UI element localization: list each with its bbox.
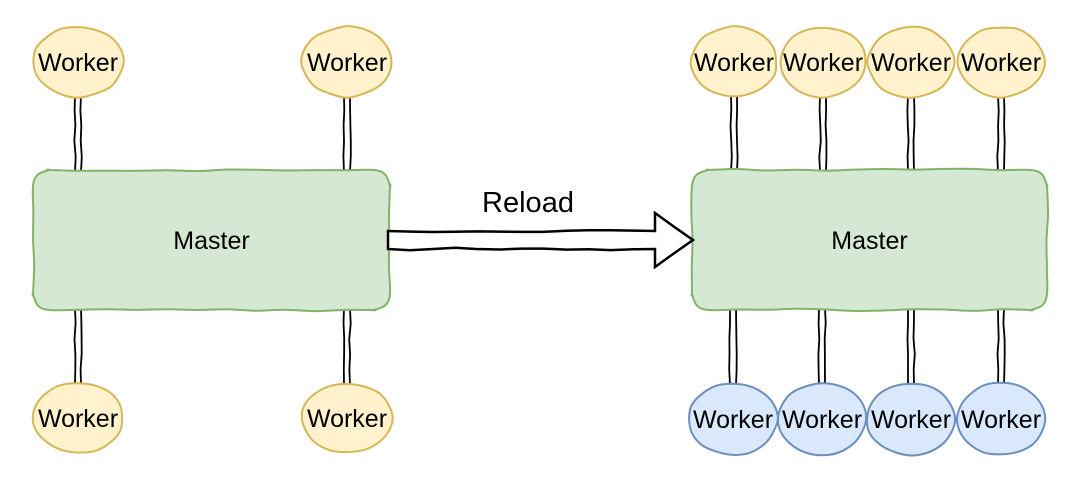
master-worker-link-line (912, 94, 916, 173)
master-node-shape (31, 168, 392, 313)
worker-node-label: Worker (782, 406, 862, 434)
worker-node-label: Worker (38, 405, 118, 433)
worker-node: Worker (955, 381, 1047, 456)
worker-node-shape (300, 382, 394, 454)
master-node-label: Master (831, 227, 907, 255)
master-worker-link-line (817, 307, 821, 386)
worker-node: Worker (689, 25, 778, 98)
worker-node-shape (776, 382, 868, 457)
worker-node-label: Worker (961, 406, 1041, 434)
master-worker-link-line (342, 307, 346, 386)
reload-arrow: Reload (386, 187, 696, 270)
reload-arrow-shape (386, 210, 696, 270)
worker-node-label: Worker (307, 49, 387, 77)
master-node-shape (690, 167, 1050, 313)
master-worker-link-line (906, 308, 909, 385)
worker-node-shape (688, 382, 779, 456)
worker-node-label: Worker (871, 49, 951, 77)
master-worker-link-line (996, 307, 1000, 386)
worker-node-label: Worker (307, 405, 387, 433)
worker-node: Worker (300, 382, 394, 454)
worker-node-label: Worker (961, 49, 1041, 77)
master-worker-link-line (735, 94, 739, 173)
worker-node-shape (32, 26, 125, 99)
worker-node-shape (866, 25, 956, 99)
worker-node-label: Worker (871, 406, 951, 434)
master-worker-link-line (728, 308, 731, 386)
worker-node: Worker (865, 382, 957, 457)
master-worker-link-line (79, 307, 83, 386)
master-worker-link-line (735, 307, 738, 386)
worker-node: Worker (779, 26, 867, 99)
reload-arrow-label: Reload (482, 187, 574, 219)
master-worker-link-line (73, 94, 77, 173)
worker-node-shape (865, 382, 957, 457)
master-worker-link-line (1002, 307, 1006, 386)
worker-node-label: Worker (694, 49, 774, 77)
worker-node-shape (300, 25, 393, 99)
worker-node: Worker (776, 382, 868, 457)
master-node-label: Master (173, 227, 249, 255)
worker-node-shape (31, 382, 124, 454)
worker-node: Worker (32, 26, 125, 99)
master-worker-link-line (349, 94, 352, 173)
worker-node-label: Worker (693, 406, 773, 434)
master-worker-link-line (906, 94, 910, 173)
worker-node-shape (779, 26, 867, 99)
worker-node-shape (955, 381, 1047, 456)
master-worker-link-line (342, 94, 346, 173)
worker-node: Worker (300, 25, 393, 99)
master-worker-link-line (912, 307, 916, 386)
worker-node-label: Worker (38, 49, 118, 77)
master-worker-link-line (729, 94, 733, 173)
worker-node-shape (956, 26, 1046, 99)
master-worker-link-line (823, 307, 827, 386)
master-worker-link-line (824, 94, 828, 173)
master-worker-link-line (79, 94, 83, 173)
worker-node: Worker (956, 26, 1046, 99)
master-worker-link-line (996, 94, 1000, 173)
worker-node: Worker (688, 382, 779, 456)
master-worker-link-line (348, 307, 352, 386)
master-worker-link-line (818, 94, 822, 173)
worker-node-shape (689, 25, 778, 98)
worker-node-label: Worker (783, 49, 863, 77)
worker-node: Worker (31, 382, 124, 454)
worker-node: Worker (866, 25, 956, 99)
master-worker-link-line (73, 307, 77, 386)
master-worker-link-line (1003, 94, 1006, 173)
